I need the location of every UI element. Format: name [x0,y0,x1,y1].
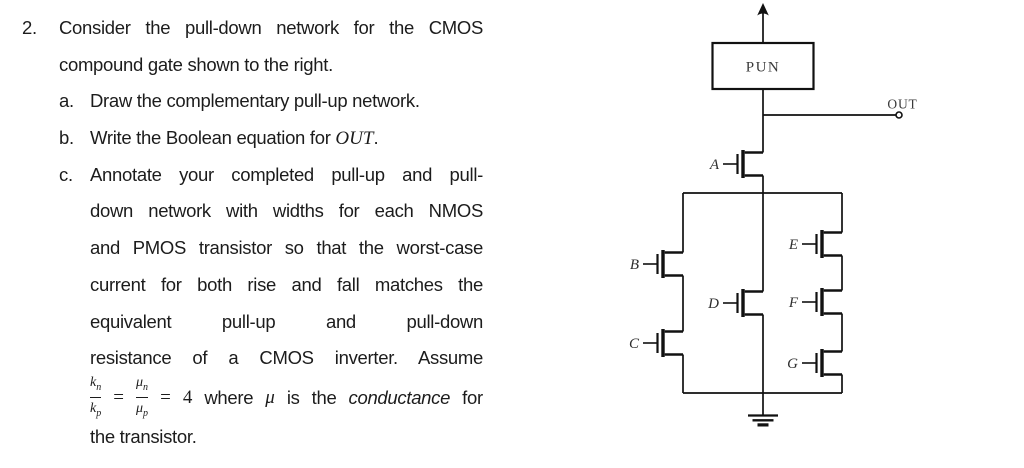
gate-label-c: C [629,336,640,352]
equation-value: 4 [182,386,193,408]
mu-symbol: μ [265,386,275,408]
gate-label-f: F [788,295,799,311]
word-the: the [311,386,337,408]
ground-icon [748,414,778,427]
item-c-line-3: current for both rise and fall matches t… [90,273,483,295]
item-c-line-4: equivalent pull-up and pull-down [90,310,483,332]
item-c-line-5: resistance of a CMOS inverter. Assume [90,347,483,369]
item-b-text: Write the Boolean equation for OUT. [90,127,379,150]
equals-sign-2: = [160,386,171,408]
nmos-d: D [707,287,765,319]
nmos-a: A [709,148,765,180]
word-for: for [462,386,483,408]
gate-label-g: G [787,356,798,372]
nmos-g: G [787,347,844,379]
vdd-arrow-icon [757,3,769,16]
intro-text-1: Consider the pull-down network for the C… [59,17,483,38]
word-where: where [204,386,254,408]
circuit-diagram: PUN OUT A B C D E F G [629,3,917,427]
intro-text-2: compound gate shown to the right. [59,53,333,75]
nmos-b: B [630,248,685,280]
nmos-f: F [788,286,844,318]
final-line: the transistor. [90,425,197,447]
problem-number: 2. [22,17,37,38]
item-c-line-0: c. Annotate your completed pull-up and p… [22,157,483,194]
out-label: OUT [887,97,917,112]
problem-statement: 2. Consider the pull-down network for th… [22,10,483,456]
nmos-c: C [629,327,685,359]
item-b-marker: b. [59,127,74,149]
item-a-text: Draw the complementary pull-up network. [90,90,420,112]
word-conductance: conductance [348,386,451,408]
intro-line-2: compound gate shown to the right. [22,47,483,84]
item-c-marker: c. [59,163,73,185]
item-c-line-2: and PMOS transistor so that the worst-ca… [90,237,483,259]
out-terminal [895,111,903,119]
out-math-word: OUT [335,128,374,150]
intro-line-1: 2. Consider the pull-down network for th… [22,10,483,47]
gate-label-a: A [709,157,720,173]
equals-sign-1: = [113,386,124,408]
item-a-marker: a. [59,90,74,112]
pun-label: PUN [746,60,781,76]
gate-label-d: D [707,296,719,312]
gate-label-e: E [788,237,798,253]
item-c-line-1: down network with widths for each NMOS [90,200,483,222]
item-a: a. Draw the complementary pull-up networ… [22,83,483,120]
word-is: is [286,386,300,408]
pun-box [711,41,815,91]
nmos-e: E [788,228,844,260]
gate-label-b: B [630,257,639,273]
item-b: b. Write the Boolean equation for OUT. [22,120,483,157]
